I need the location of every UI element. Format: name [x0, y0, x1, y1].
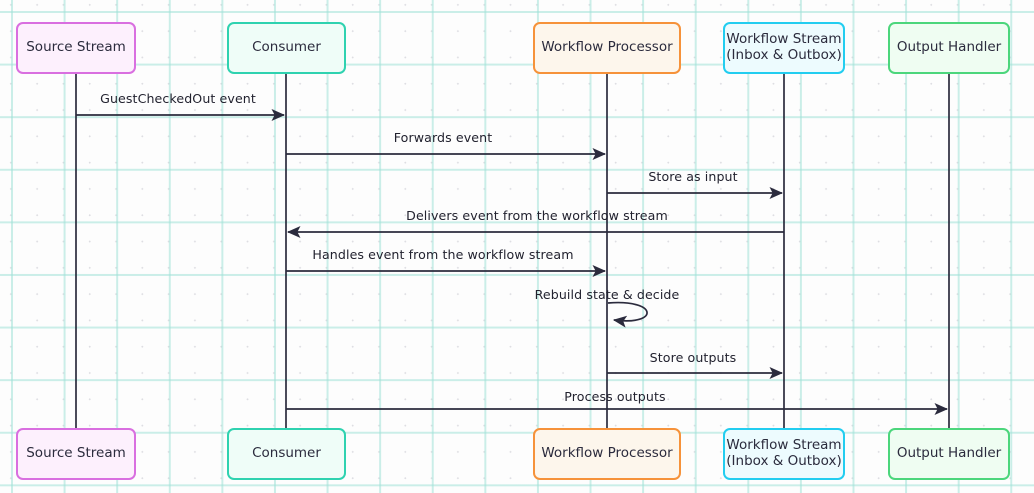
lifelines-group	[75, 74, 950, 428]
actor-box-source-stream-bottom[interactable]: Source Stream	[16, 428, 136, 480]
actor-box-consumer-bottom[interactable]: Consumer	[227, 428, 346, 480]
messages-group	[76, 109, 949, 415]
message-label-msg-delivers-event: Delivers event from the workflow stream	[406, 208, 668, 223]
message-label-msg-guest-checked-out: GuestCheckedOut event	[100, 91, 256, 106]
actor-box-workflow-stream[interactable]: Workflow Stream (Inbox & Outbox)	[723, 22, 845, 74]
actor-label: Workflow Processor	[541, 39, 673, 56]
message-label-msg-rebuild-state: Rebuild state & decide	[534, 287, 680, 302]
actor-box-workflow-processor[interactable]: Workflow Processor	[533, 22, 681, 74]
actor-box-workflow-stream-bottom[interactable]: Workflow Stream (Inbox & Outbox)	[723, 428, 845, 480]
actor-box-workflow-processor-bottom[interactable]: Workflow Processor	[533, 428, 681, 480]
actor-label: Source Stream	[26, 39, 126, 56]
actor-label: Consumer	[252, 445, 321, 462]
actor-box-output-handler-bottom[interactable]: Output Handler	[888, 428, 1010, 480]
actor-label: Workflow Stream (Inbox & Outbox)	[726, 437, 842, 469]
actor-label: Output Handler	[896, 445, 1002, 462]
actor-box-source-stream[interactable]: Source Stream	[16, 22, 136, 74]
actor-label: Output Handler	[896, 39, 1002, 56]
actor-box-output-handler[interactable]: Output Handler	[888, 22, 1010, 74]
actor-label: Workflow Processor	[541, 445, 673, 462]
message-label-msg-store-outputs: Store outputs	[649, 350, 737, 365]
actor-label: Consumer	[252, 39, 321, 56]
actor-label: Source Stream	[26, 445, 126, 462]
message-label-msg-store-as-input: Store as input	[648, 169, 738, 184]
message-arrow-msg-rebuild-state	[607, 301, 648, 328]
message-label-msg-forwards-event: Forwards event	[393, 130, 493, 145]
actor-box-consumer[interactable]: Consumer	[227, 22, 346, 74]
actor-label: Workflow Stream (Inbox & Outbox)	[726, 31, 842, 63]
message-label-msg-process-outputs: Process outputs	[564, 389, 666, 404]
message-label-msg-handles-event: Handles event from the workflow stream	[312, 247, 574, 262]
